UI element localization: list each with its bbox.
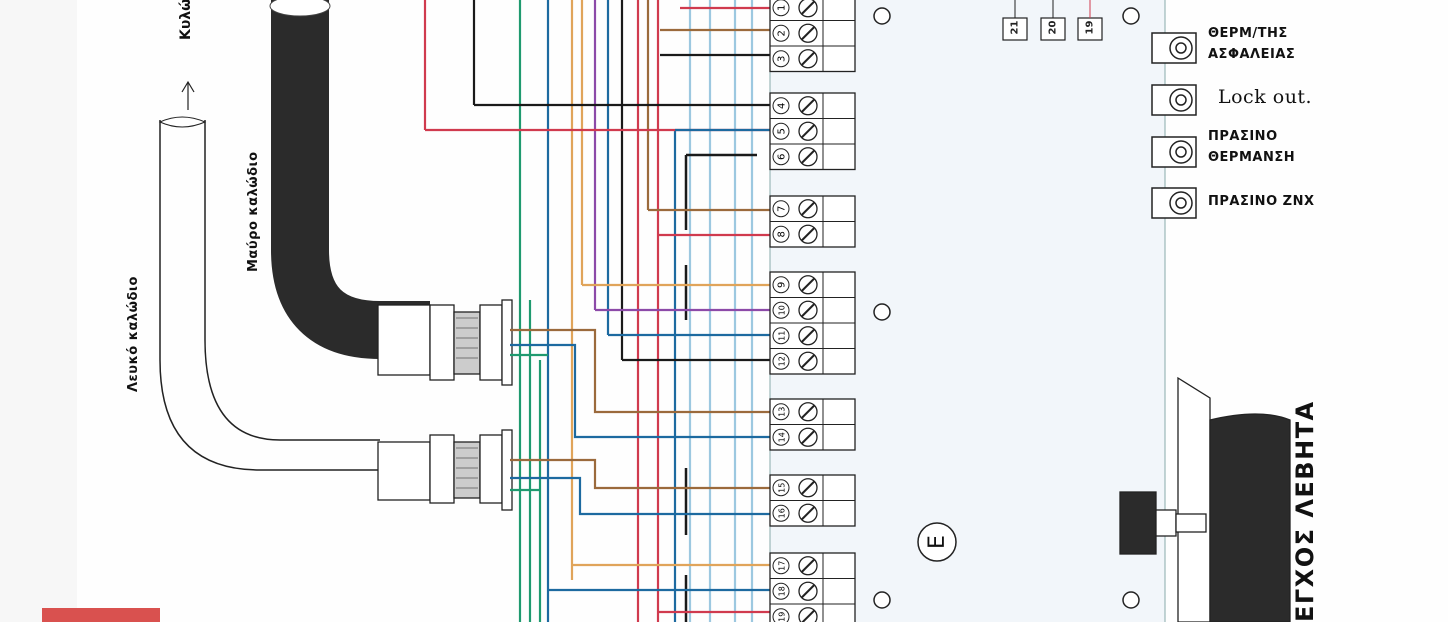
terminal-number: 5: [777, 128, 788, 134]
led-label-green-dhw: ΠΡΑΣΙΝΟ ΖΝΧ: [1208, 194, 1315, 209]
terminal-number: 7: [777, 206, 788, 212]
terminal-number-circle: [772, 504, 790, 522]
mount-hole: [873, 303, 891, 321]
terminal-number-circle: [772, 301, 790, 319]
mount-hole: [873, 7, 891, 25]
terminal-number: 12: [778, 356, 787, 366]
terminal-number-circle: [772, 582, 790, 600]
terminal-screw-icon: [798, 607, 818, 622]
terminal-number: 19: [778, 612, 787, 622]
relay-label: 19: [1084, 20, 1096, 35]
red-corner-mark: [42, 608, 160, 622]
terminal-number: 6: [777, 154, 788, 160]
terminal-number-circle: [772, 327, 790, 345]
white-cable-label: Λευκό καλώδιο: [126, 276, 141, 392]
terminal-number: 17: [778, 561, 787, 571]
led-icon: [1175, 94, 1187, 106]
terminal-number: 2: [777, 30, 788, 36]
terminal-number-circle: [772, 200, 790, 218]
relay-label: 20: [1047, 20, 1059, 35]
led-icon: [1175, 146, 1187, 158]
black-cable-label: Μαύρο καλώδιο: [246, 151, 261, 272]
circle-e: [917, 522, 957, 562]
cable-gland-bottom: [377, 429, 513, 511]
terminal-number: 15: [778, 483, 787, 493]
terminal-number: 3: [777, 56, 788, 62]
cable-gland-top: [377, 299, 513, 386]
terminal-number-circle: [772, 352, 790, 370]
led-label-lockout: Lock out.: [1218, 86, 1313, 108]
terminal-number-circle: [772, 403, 790, 421]
boiler-control-unit: [1119, 376, 1291, 622]
black-cable: [271, 0, 430, 359]
arrow-up-icon: [181, 80, 195, 93]
terminal-number: 8: [777, 231, 788, 237]
terminal-number-circle: [772, 225, 790, 243]
cable-label-top: Κυλώ: [178, 0, 194, 40]
led-label-safety-thermostat: ΘΕΡΜ/ΤΗΣ ΑΣΦΑΛΕΙΑΣ: [1208, 26, 1296, 62]
mount-hole: [873, 591, 891, 609]
terminal-number-circle: [772, 148, 790, 166]
terminal-number-circle: [772, 479, 790, 497]
black-cable-end: [269, 0, 331, 17]
mount-hole: [1122, 591, 1140, 609]
led-icon: [1175, 42, 1187, 54]
terminal-number-circle: [772, 428, 790, 446]
terminal-number: 9: [777, 282, 788, 288]
circle-e-label: Ε: [924, 535, 950, 549]
terminal-number: 10: [778, 305, 787, 315]
terminal-number-circle: [772, 608, 790, 622]
terminal-number: 4: [777, 103, 788, 109]
mount-hole: [1122, 7, 1140, 25]
terminal-wires: [425, 6, 790, 614]
boiler-control-label: ΕΓΧΟΣ ΛΕΒΗΤΑ: [1291, 400, 1319, 622]
led-indicators: [1151, 32, 1197, 219]
terminal-number: 18: [778, 586, 787, 596]
terminal-number-circle: [772, 557, 790, 575]
terminal-number-circle: [772, 0, 790, 17]
terminal-number-circle: [772, 97, 790, 115]
terminal-number: 13: [778, 407, 787, 417]
white-cable-end: [158, 116, 207, 128]
terminal-number: 16: [778, 508, 787, 518]
terminal-number-circle: [772, 122, 790, 140]
led-label-green-heating: ΠΡΑΣΙΝΟ ΘΕΡΜΑΝΣΗ: [1208, 129, 1296, 165]
terminal-number-circle: [772, 24, 790, 42]
white-cable: [159, 120, 380, 471]
terminal-number: 1: [777, 5, 788, 11]
jumper-bars: [684, 153, 757, 622]
terminal-number: 14: [778, 432, 787, 442]
terminal-number-circle: [772, 276, 790, 294]
terminal-number: 11: [778, 331, 787, 341]
white-cable: [204, 120, 380, 441]
led-icon: [1175, 197, 1187, 209]
relay-label: 21: [1009, 20, 1021, 35]
terminal-number-circle: [772, 50, 790, 68]
